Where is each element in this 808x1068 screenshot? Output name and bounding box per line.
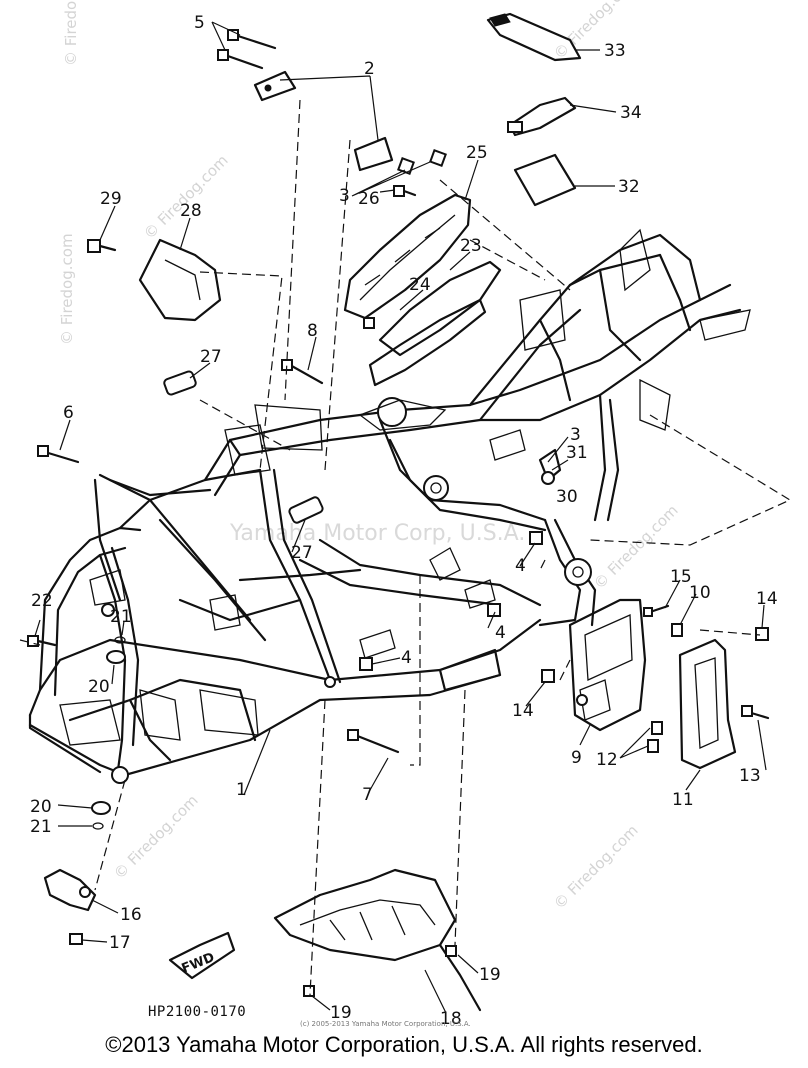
pad-12 — [647, 721, 663, 753]
watermark-firedog-lower-right: © Firedog.com — [550, 821, 642, 913]
watermark-firedog-top: © Firedog.com — [62, 0, 80, 66]
callout-15: 15 — [670, 567, 692, 587]
cover-33 — [486, 12, 582, 62]
skid-plate-23-24 — [363, 260, 502, 387]
bracket-16 — [43, 868, 97, 912]
collar-20 — [91, 650, 126, 815]
callout-3-right: 3 — [570, 425, 581, 445]
callout-19-left: 19 — [330, 1003, 352, 1023]
callout-numbers: 5 2 3 26 25 23 24 29 28 27 8 6 27 3 31 3… — [30, 13, 778, 1029]
seat-bracket — [253, 70, 394, 172]
bolt-15 — [643, 604, 670, 617]
callout-30: 30 — [556, 487, 578, 507]
callout-2: 2 — [364, 59, 375, 79]
callout-26: 26 — [358, 189, 380, 209]
watermark-firedog-lower-left: © Firedog.com — [110, 791, 202, 883]
frame-exploded-diagram: © Firedog.com © Firedog.com © Firedog.co… — [19, 0, 792, 1029]
callout-27-lower: 27 — [291, 543, 313, 563]
callout-6: 6 — [63, 403, 74, 423]
callout-23: 23 — [460, 236, 482, 256]
battery-box-9 — [568, 598, 647, 732]
callout-4-lower: 4 — [401, 648, 412, 668]
callout-7: 7 — [362, 785, 373, 805]
callout-29: 29 — [100, 189, 122, 209]
callout-8: 8 — [307, 321, 318, 341]
cover-11 — [678, 638, 737, 770]
copyright-notice: ©2013 Yamaha Motor Corporation, U.S.A. A… — [105, 1032, 703, 1057]
leader-lines — [34, 21, 767, 1014]
diagram-code: HP2100-0170 — [148, 1004, 246, 1020]
pad-10 — [671, 623, 683, 637]
callout-1: 1 — [236, 780, 247, 800]
callout-21-upper: 21 — [110, 607, 132, 627]
cover-32 — [513, 153, 577, 207]
bolt-22 — [27, 635, 57, 647]
callout-31: 31 — [566, 443, 588, 463]
callout-24: 24 — [409, 275, 431, 295]
nut-4 — [359, 531, 543, 671]
bolt-8 — [281, 359, 324, 385]
callout-17: 17 — [109, 933, 131, 953]
bolt-13 — [741, 705, 770, 720]
callout-4-middle: 4 — [495, 623, 506, 643]
washer-21 — [92, 636, 126, 830]
rubber-27-lower — [288, 496, 324, 524]
callout-9: 9 — [571, 748, 582, 768]
watermark-firedog-upper-right: © Firedog.com — [550, 0, 642, 63]
callout-20-lower: 20 — [30, 797, 52, 817]
bolt-5 — [217, 29, 277, 70]
callout-10: 10 — [689, 583, 711, 603]
bolt-7 — [347, 729, 400, 754]
callout-34: 34 — [620, 103, 642, 123]
watermark-yamaha-center: Yamaha Motor Corp, U.S.A. — [229, 521, 525, 546]
callout-4-upper: 4 — [515, 556, 526, 576]
callout-20-upper: 20 — [88, 677, 110, 697]
nut-3 — [397, 149, 447, 175]
callout-27-upper: 27 — [200, 347, 222, 367]
cover-34 — [507, 96, 577, 137]
bolt-26 — [393, 185, 417, 197]
small-notice: (c) 2005-2013 Yamaha Motor Corporation, … — [300, 1020, 471, 1028]
callout-13: 13 — [739, 766, 761, 786]
callout-14-left: 14 — [512, 701, 534, 721]
bracket-28 — [87, 238, 222, 322]
bolt-6 — [37, 445, 80, 464]
fwd-arrow: FWD — [168, 931, 236, 980]
callout-5: 5 — [194, 13, 205, 33]
callout-28: 28 — [180, 201, 202, 221]
bolt-19 — [303, 945, 457, 997]
callout-22: 22 — [31, 591, 53, 611]
watermark-group: © Firedog.com © Firedog.com © Firedog.co… — [58, 0, 682, 913]
callout-16: 16 — [120, 905, 142, 925]
rubber-27-upper — [163, 370, 197, 396]
callout-25: 25 — [466, 143, 488, 163]
nut-17 — [69, 933, 83, 945]
skid-plate-25 — [343, 193, 472, 320]
bolt-14 — [541, 627, 769, 683]
callout-33: 33 — [604, 41, 626, 61]
callout-18: 18 — [440, 1009, 462, 1029]
clamp-30-31 — [538, 448, 562, 485]
callout-11: 11 — [672, 790, 694, 810]
main-frame — [28, 228, 751, 784]
callout-12: 12 — [596, 750, 618, 770]
alignment-lines — [19, 99, 792, 996]
callout-21-lower: 21 — [30, 817, 52, 837]
callout-32: 32 — [618, 177, 640, 197]
callout-14-right: 14 — [756, 589, 778, 609]
watermark-firedog-right: © Firedog.com — [590, 501, 682, 593]
watermark-firedog-left: © Firedog.com — [58, 233, 76, 345]
callout-19-right: 19 — [479, 965, 501, 985]
callout-3-top: 3 — [339, 186, 350, 206]
